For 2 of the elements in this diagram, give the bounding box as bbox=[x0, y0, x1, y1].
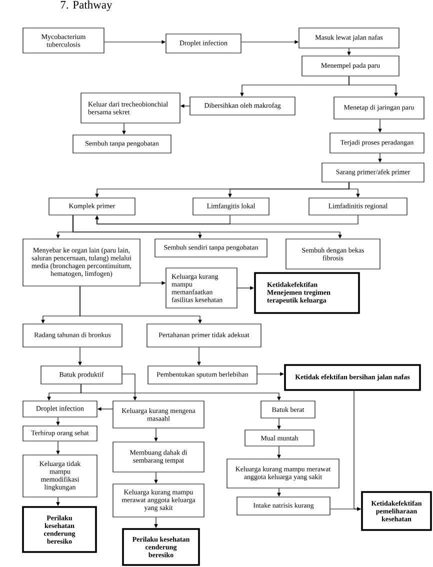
arrow bbox=[95, 215, 358, 224]
title: 7. Pathway bbox=[60, 0, 112, 11]
